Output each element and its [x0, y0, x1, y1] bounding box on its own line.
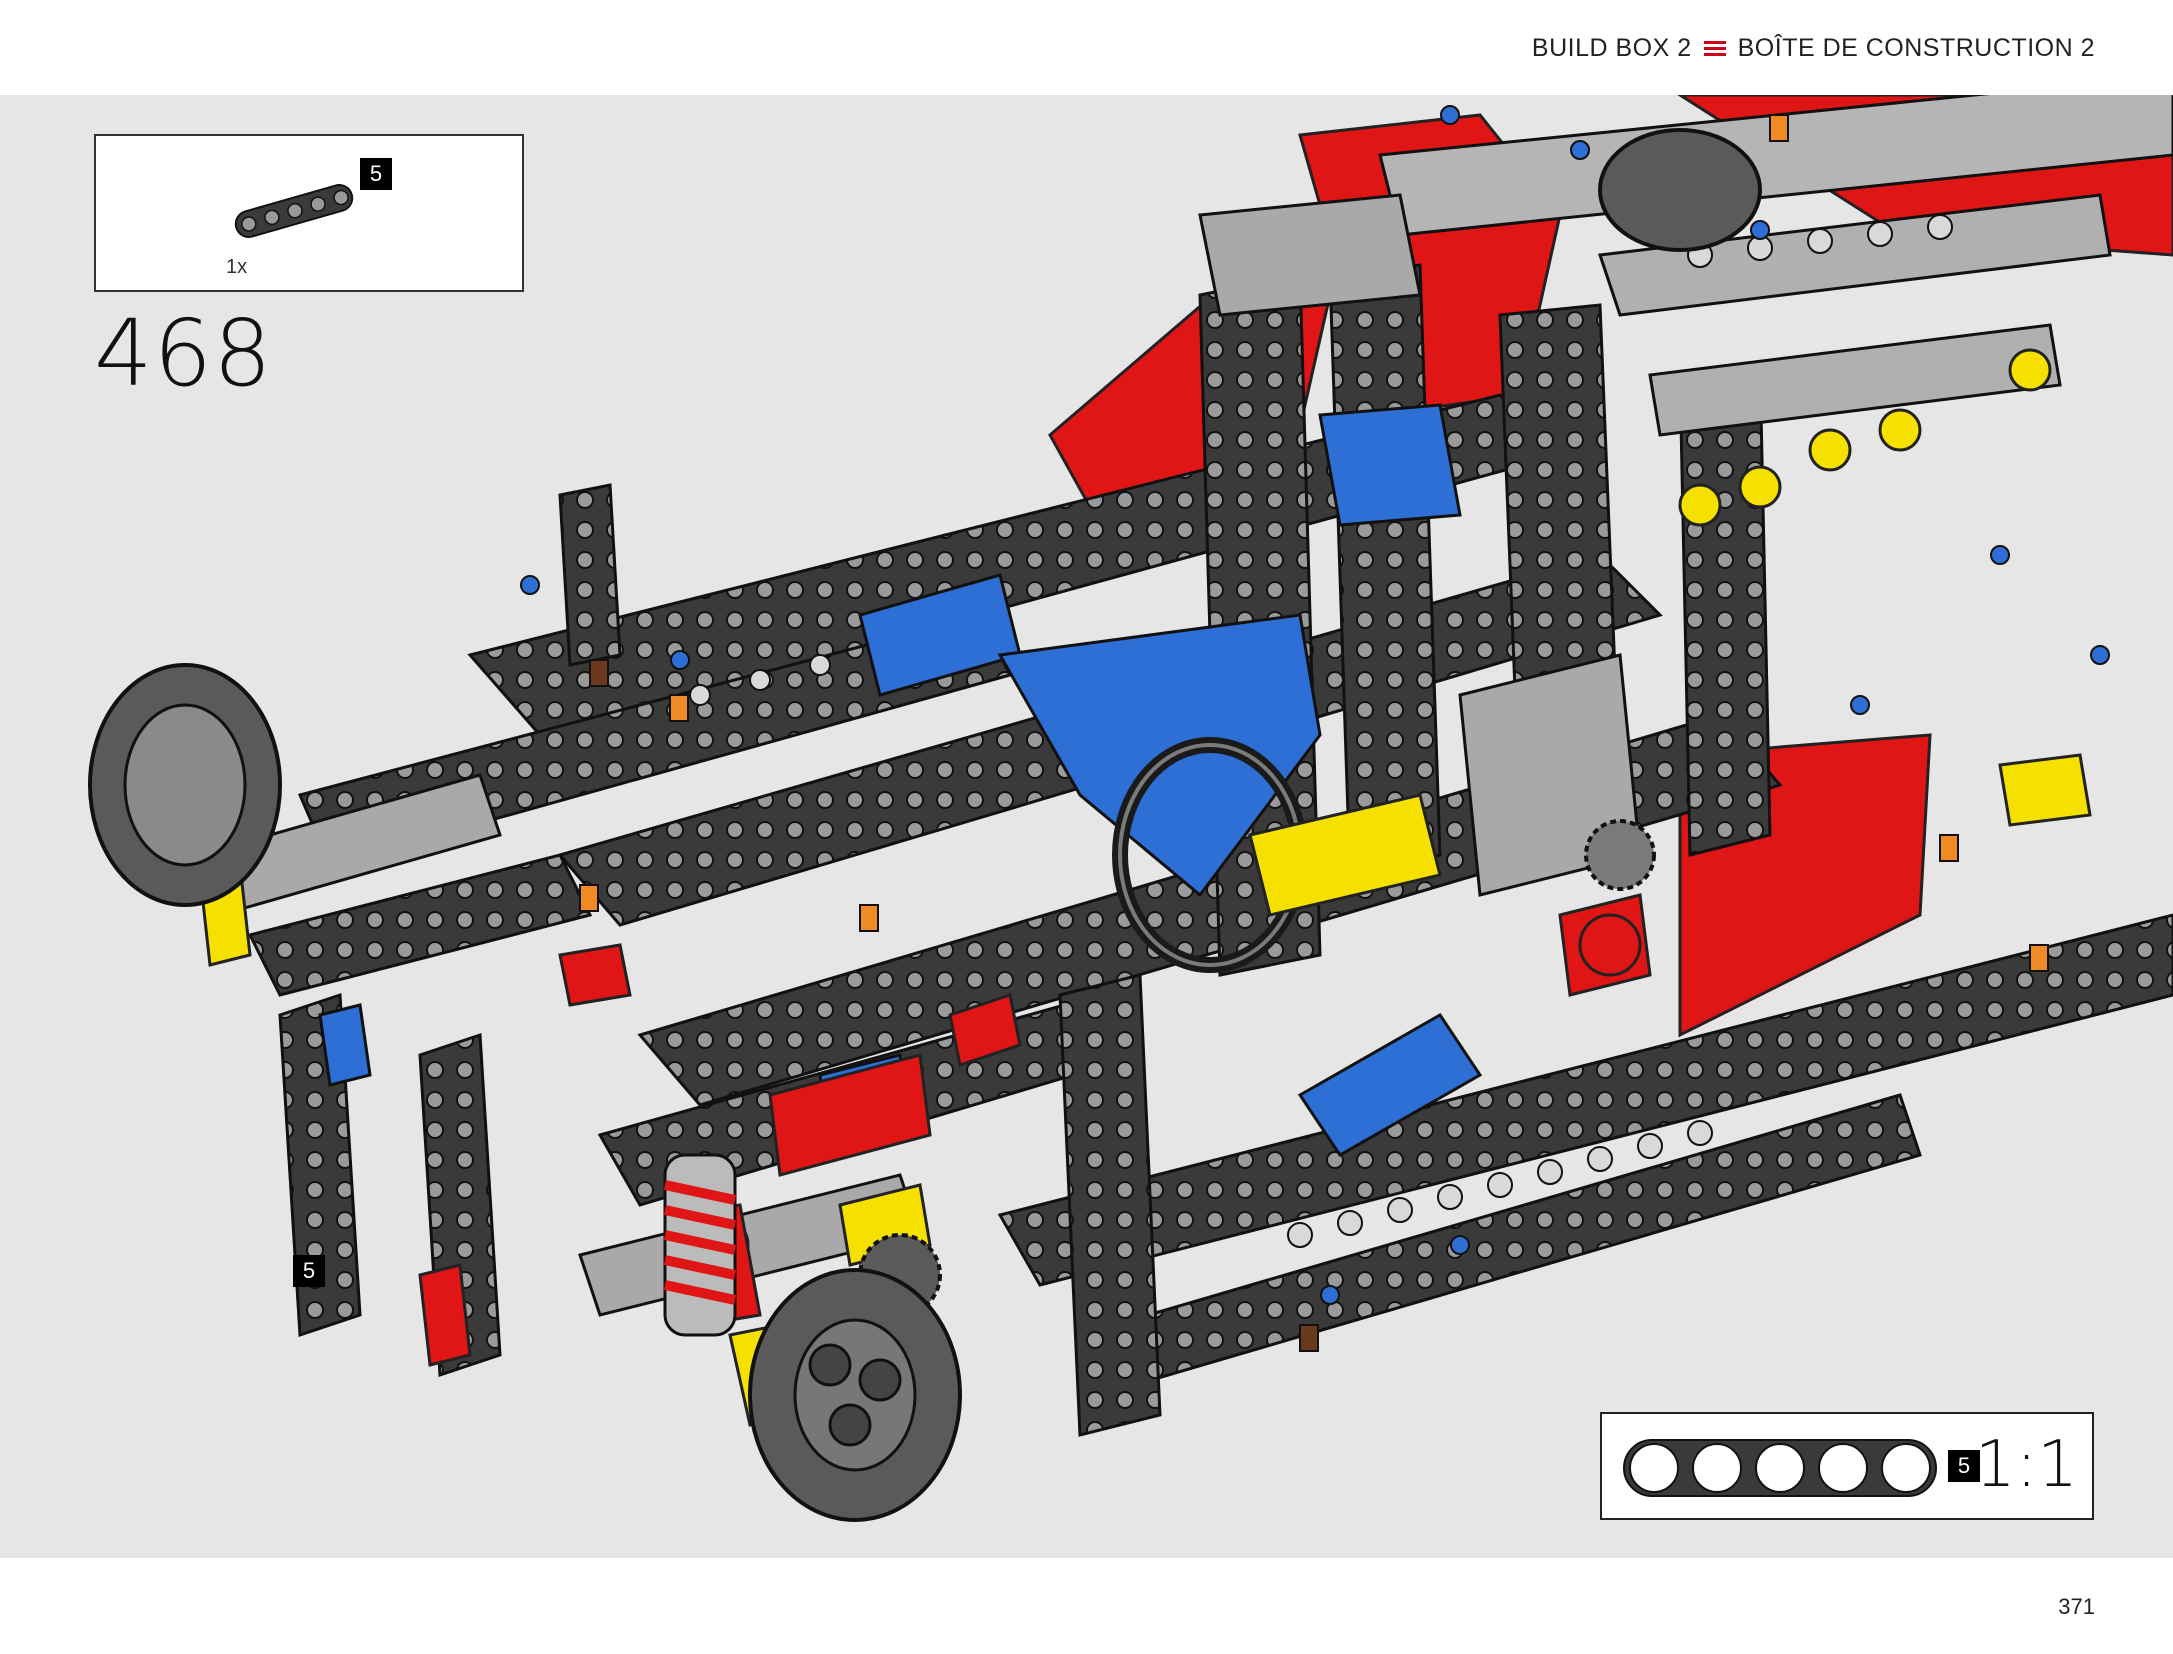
beam-5-life-size-icon: [1623, 1439, 1937, 1497]
step-number: 468: [94, 300, 273, 407]
scale-length-badge: 5: [1948, 1450, 1980, 1482]
beam-5-icon: [234, 184, 354, 238]
scale-callout: 5 1:1: [1600, 1412, 2094, 1520]
page-number: 371: [2058, 1594, 2095, 1619]
illustration-stage: 5: [0, 95, 2173, 1558]
page-footer: [0, 1558, 2173, 1654]
page-header: BUILD BOX 2 BOÎTE DE CONSTRUCTION 2: [0, 0, 2173, 95]
parts-quantity: 1x: [226, 256, 248, 278]
chassis-model-illustration: [88, 95, 2173, 1522]
header-title-en: BUILD BOX 2: [1531, 34, 1692, 62]
flag-icon: [1703, 41, 1726, 56]
header-title-fr: BOÎTE DE CONSTRUCTION 2: [1737, 34, 2095, 62]
parts-callout: 5 1x: [94, 134, 524, 292]
header-title: BUILD BOX 2 BOÎTE DE CONSTRUCTION 2: [1532, 34, 2095, 63]
step-location-badge: 5: [293, 1255, 325, 1287]
parts-length-badge: 5: [360, 158, 392, 190]
scale-ratio: 1:1: [1975, 1428, 2078, 1502]
